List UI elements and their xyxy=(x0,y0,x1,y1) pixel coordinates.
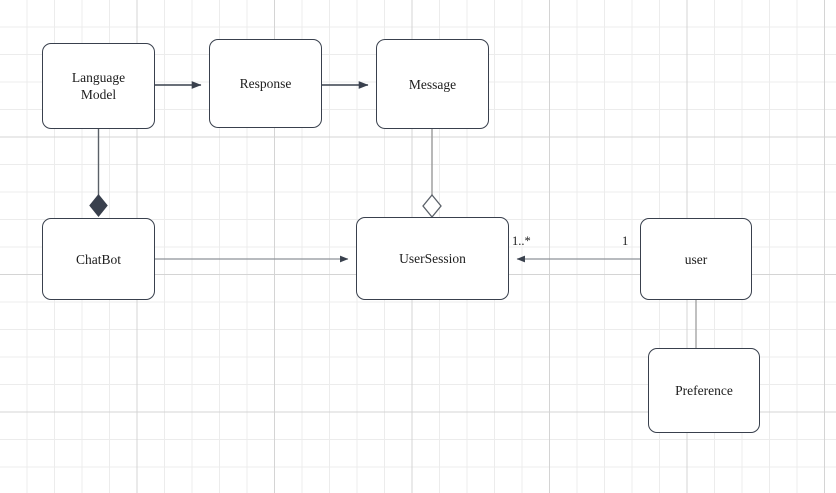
node-user-session-label: UserSession xyxy=(399,251,466,266)
node-message[interactable]: Message xyxy=(376,39,489,129)
multiplicity-user-end: 1 xyxy=(622,234,629,248)
node-chatbot[interactable]: ChatBot xyxy=(42,218,155,300)
node-response[interactable]: Response xyxy=(209,39,322,128)
node-response-label: Response xyxy=(239,76,292,91)
node-user-session[interactable]: UserSession xyxy=(356,217,509,300)
edge-message-to-user-session[interactable] xyxy=(422,129,442,219)
multiplicity-user-session-end: 1..* xyxy=(512,234,531,248)
filled-diamond-marker xyxy=(89,194,108,217)
node-user-label: user xyxy=(684,251,708,267)
hollow-diamond-marker xyxy=(422,193,442,219)
node-chatbot-label: ChatBot xyxy=(75,251,121,267)
node-message-label: Message xyxy=(408,76,457,92)
node-preference-label: Preference xyxy=(675,383,733,398)
node-language-model[interactable]: Language Model xyxy=(42,43,155,129)
edge-language-model-to-chatbot[interactable] xyxy=(89,129,108,217)
node-user[interactable]: user xyxy=(640,218,752,300)
node-preference[interactable]: Preference xyxy=(648,348,760,433)
node-language-model-label: Language Model xyxy=(71,70,126,102)
